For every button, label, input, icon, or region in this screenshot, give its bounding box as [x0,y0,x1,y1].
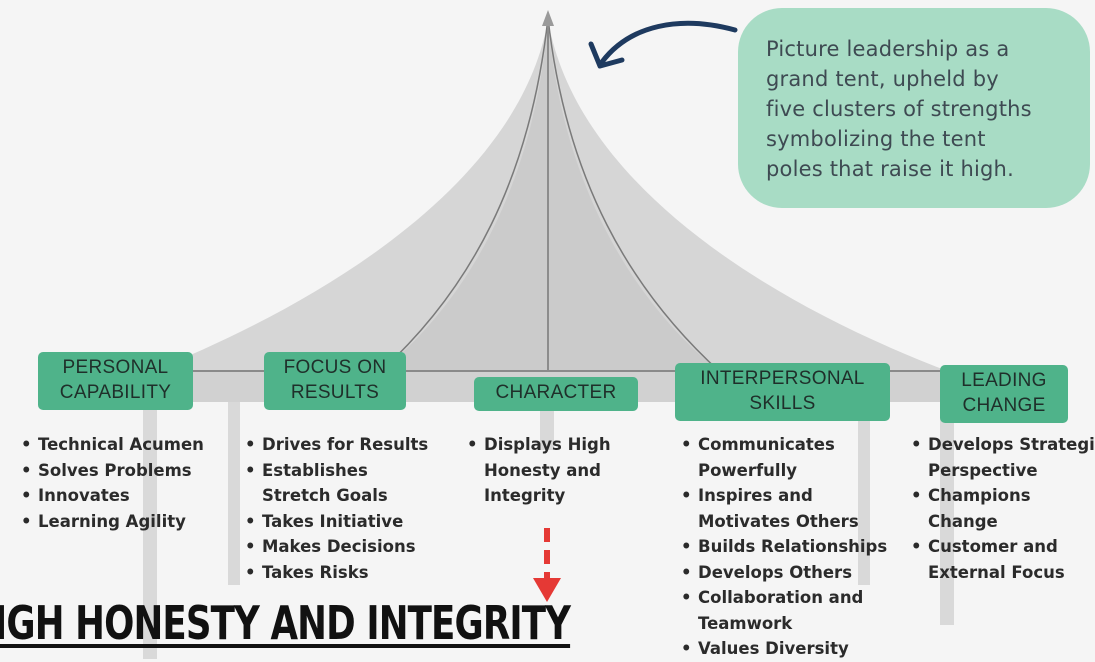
list-item: Powerfully [698,460,797,480]
tent-finial [542,10,554,26]
list-item: Solves Problems [18,458,204,484]
pillar-list-personal-capability: Technical Acumen Solves Problems Innovat… [18,432,204,534]
tent-seam-left [379,17,549,373]
pillar-title-character: CHARACTER [474,377,638,411]
list-item: Integrity [484,486,566,505]
list-item: Takes Risks [242,560,428,586]
tent-pole-2 [228,400,240,585]
list-item: Drives for Results [242,432,428,458]
list-item: Collaboration and [678,585,887,611]
list-item: Technical Acumen [18,432,204,458]
highlight-title: IGH HONESTY AND INTEGRITY [0,596,571,650]
callout-line: Picture leadership as a [766,37,1010,61]
list-item: Builds Relationships [678,534,887,560]
list-item: Displays High [464,432,611,458]
pillar-list-character: Displays High Honesty and Integrity [464,432,611,509]
list-item: Perspective [928,460,1038,480]
curved-arrow-head [588,41,625,69]
pillar-list-focus-on-results: Drives for Results Establishes Stretch G… [242,432,428,585]
callout-box: Picture leadership as a grand tent, uphe… [738,8,1090,208]
callout-line: grand tent, upheld by [766,67,999,91]
list-item: Change [928,511,998,531]
callout-line: poles that raise it high. [766,157,1014,181]
list-item: Develops Strategic [908,432,1095,458]
list-item: Values Diversity [678,636,887,662]
list-item: Innovates [18,483,204,509]
list-item: Stretch Goals [262,486,388,505]
list-item: Teamwork [698,613,793,633]
list-item: Motivates Others [698,511,859,531]
list-item: Develops Others [678,560,887,586]
list-item: Communicates [678,432,887,458]
pillar-title-focus-on-results: FOCUS ON RESULTS [264,352,406,410]
list-item: External Focus [928,562,1065,582]
list-item: Honesty and [484,460,601,480]
list-item: Takes Initiative [242,509,428,535]
list-item: Establishes [242,458,428,484]
callout-line: symbolizing the tent [766,127,986,151]
pillar-title-personal-capability: PERSONAL CAPABILITY [38,352,193,410]
pillar-list-interpersonal-skills: Communicates Powerfully Inspires and Mot… [678,432,887,662]
list-item: Champions [908,483,1095,509]
pillar-title-leading-change: LEADING CHANGE [940,365,1068,423]
list-item: Inspires and [678,483,887,509]
tent-inner-panel [380,20,720,372]
list-item: Makes Decisions [242,534,428,560]
callout-line: five clusters of strengths [766,97,1032,121]
list-item: Learning Agility [18,509,204,535]
red-arrow-head [533,578,561,602]
list-item: Customer and [908,534,1095,560]
pillar-title-interpersonal-skills: INTERPERSONAL SKILLS [675,363,890,421]
curved-arrow-icon [599,20,738,65]
pillar-list-leading-change: Develops Strategic Perspective Champions… [908,432,1095,585]
tent-seam-right [547,17,721,373]
